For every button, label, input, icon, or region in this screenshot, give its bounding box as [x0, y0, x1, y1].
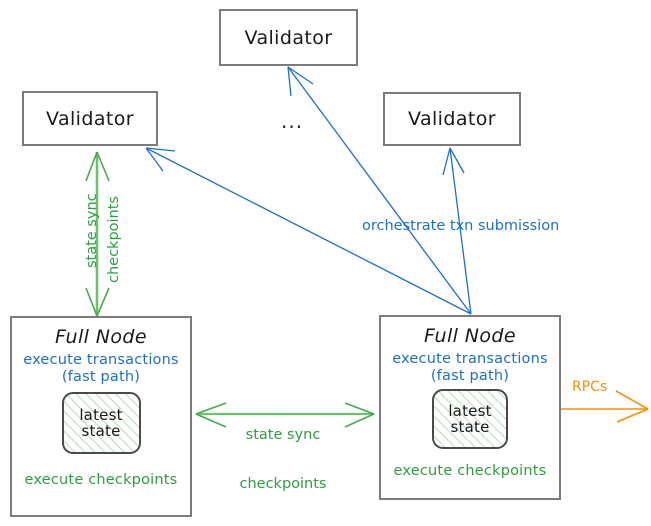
- fullnode-left-green-line: execute checkpoints: [24, 472, 178, 489]
- fullnode-left-title: Full Node: [55, 326, 147, 348]
- edge-label-state-sync-vertical-line1: state sync: [84, 193, 100, 268]
- edge-label-state-sync-vertical-line2: checkpoints: [106, 196, 122, 283]
- validator-top-label: Validator: [244, 26, 333, 49]
- node-fullnode-left[interactable]: Full Node execute transactions (fast pat…: [10, 316, 192, 517]
- fullnode-left-latest-state: latest state: [61, 392, 141, 455]
- fullnode-left-blue-line2: (fast path): [61, 368, 141, 385]
- node-fullnode-right[interactable]: Full Node execute transactions (fast pat…: [379, 315, 561, 500]
- node-validator-top[interactable]: Validator: [219, 9, 358, 66]
- fullnode-left-blue-line1: execute transactions: [23, 352, 179, 368]
- fullnode-right-title: Full Node: [424, 325, 516, 347]
- fullnode-right-latest-state: latest state: [432, 389, 508, 450]
- fullnode-right-blue-line2: (fast path): [430, 367, 510, 384]
- edge-label-state-sync-horizontal-line2: checkpoints: [239, 476, 327, 493]
- fullnode-right-state-line1: latest: [448, 401, 492, 420]
- edge-label-orchestrate: orchestrate txn submission: [362, 218, 560, 234]
- validator-left-label: Validator: [46, 107, 134, 130]
- fullnode-right-blue-line1: execute transactions: [392, 351, 548, 367]
- fullnode-left-state-line2: state: [81, 422, 121, 441]
- edge-label-rpcs: RPCs: [572, 379, 608, 395]
- fullnode-right-state-line2: state: [450, 418, 490, 437]
- fullnode-right-green-line: execute checkpoints: [393, 463, 547, 480]
- node-validator-left[interactable]: Validator: [22, 91, 158, 146]
- edge-label-state-sync-horizontal-line1: state sync: [245, 427, 321, 444]
- validators-ellipsis: ...: [281, 109, 304, 133]
- fullnode-left-state-line1: latest: [79, 405, 123, 424]
- node-validator-right[interactable]: Validator: [383, 92, 521, 146]
- validator-right-label: Validator: [408, 108, 496, 130]
- edge-label-state-sync-horizontal: state sync checkpoints: [233, 395, 333, 525]
